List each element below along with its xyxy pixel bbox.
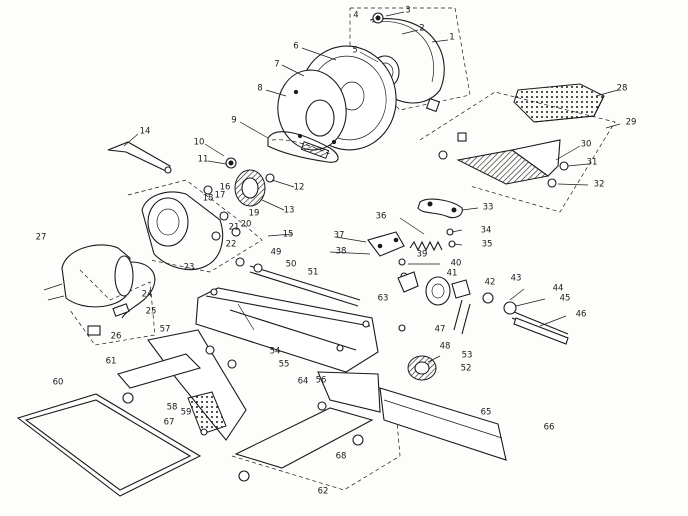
base-frame (195, 287, 406, 373)
drive-gear (225, 157, 275, 207)
callout-48: 48 (439, 341, 451, 352)
callout-14: 14 (139, 126, 151, 137)
callout-13: 13 (283, 205, 295, 216)
callout-31: 31 (586, 157, 598, 168)
leader-lines (123, 11, 621, 363)
callout-4: 4 (353, 10, 359, 21)
callout-49: 49 (270, 247, 282, 258)
callout-25: 25 (145, 306, 157, 317)
callout-38: 38 (335, 246, 347, 257)
callout-68: 68 (335, 451, 347, 462)
callout-24: 24 (141, 289, 153, 300)
spring-and-bracket (367, 228, 456, 293)
pulley-52 (407, 355, 437, 381)
callout-50: 50 (285, 259, 297, 270)
callout-63: 63 (377, 293, 389, 304)
callout-17: 17 (214, 190, 226, 201)
adjustment-knob (425, 276, 569, 341)
callout-7: 7 (274, 59, 280, 70)
callout-6: 6 (293, 41, 299, 52)
callout-12: 12 (293, 182, 305, 193)
callout-43: 43 (510, 273, 522, 284)
callout-61: 61 (105, 356, 117, 367)
tray (16, 393, 202, 497)
callout-34: 34 (480, 225, 492, 236)
link-arm (417, 198, 463, 219)
callout-2: 2 (419, 23, 425, 34)
callout-15: 15 (282, 229, 294, 240)
callout-35: 35 (481, 239, 493, 250)
callout-5: 5 (352, 45, 358, 56)
callout-42: 42 (484, 277, 496, 288)
callout-64: 64 (297, 376, 309, 387)
callout-40: 40 (450, 258, 462, 269)
callout-53: 53 (461, 350, 473, 361)
callout-55: 55 (278, 359, 290, 370)
callout-26: 26 (110, 331, 122, 342)
callout-66: 66 (543, 422, 555, 433)
motor-housing-group (127, 179, 263, 273)
callout-36: 36 (375, 211, 387, 222)
carriage-plate (117, 329, 247, 441)
callout-22: 22 (225, 239, 237, 250)
callout-37: 37 (333, 230, 345, 241)
callout-62: 62 (317, 486, 329, 497)
callout-11: 11 (197, 154, 209, 165)
callout-8: 8 (257, 83, 263, 94)
bracket-14 (107, 141, 172, 174)
callout-23: 23 (183, 262, 195, 273)
base-bottom (231, 371, 401, 491)
callout-56: 56 (315, 375, 327, 386)
blade-cover-plate (277, 69, 347, 151)
callout-47: 47 (434, 324, 446, 335)
callout-45: 45 (559, 293, 571, 304)
callout-52: 52 (460, 363, 472, 374)
callout-21: 21 (228, 222, 240, 233)
callout-67: 67 (163, 417, 175, 428)
callout-60: 60 (52, 377, 64, 388)
callout-57: 57 (159, 324, 171, 335)
callout-30: 30 (580, 139, 592, 150)
callout-20: 20 (240, 219, 252, 230)
carriage-rod (235, 257, 361, 307)
callout-44: 44 (552, 283, 564, 294)
callout-33: 33 (482, 202, 494, 213)
callout-41: 41 (446, 268, 458, 279)
callout-9: 9 (231, 115, 237, 126)
callout-29: 29 (625, 117, 637, 128)
callout-59: 59 (180, 407, 192, 418)
callout-65: 65 (480, 407, 492, 418)
callout-10: 10 (193, 137, 205, 148)
rod-46 (513, 317, 569, 345)
callout-46: 46 (575, 309, 587, 320)
callout-51: 51 (307, 267, 319, 278)
food-carriage-group (419, 83, 616, 213)
callout-18: 18 (202, 193, 214, 204)
slide-bar (379, 387, 507, 461)
callout-32: 32 (593, 179, 605, 190)
callout-19: 19 (248, 208, 260, 219)
callout-28: 28 (616, 83, 628, 94)
callout-16: 16 (219, 182, 231, 193)
callout-1: 1 (449, 32, 455, 43)
motor (43, 244, 156, 346)
drive-belt (267, 131, 339, 163)
callout-3: 3 (405, 5, 411, 16)
callout-39: 39 (416, 249, 428, 260)
callout-27: 27 (35, 232, 47, 243)
callout-54: 54 (269, 346, 281, 357)
callout-58: 58 (166, 402, 178, 413)
